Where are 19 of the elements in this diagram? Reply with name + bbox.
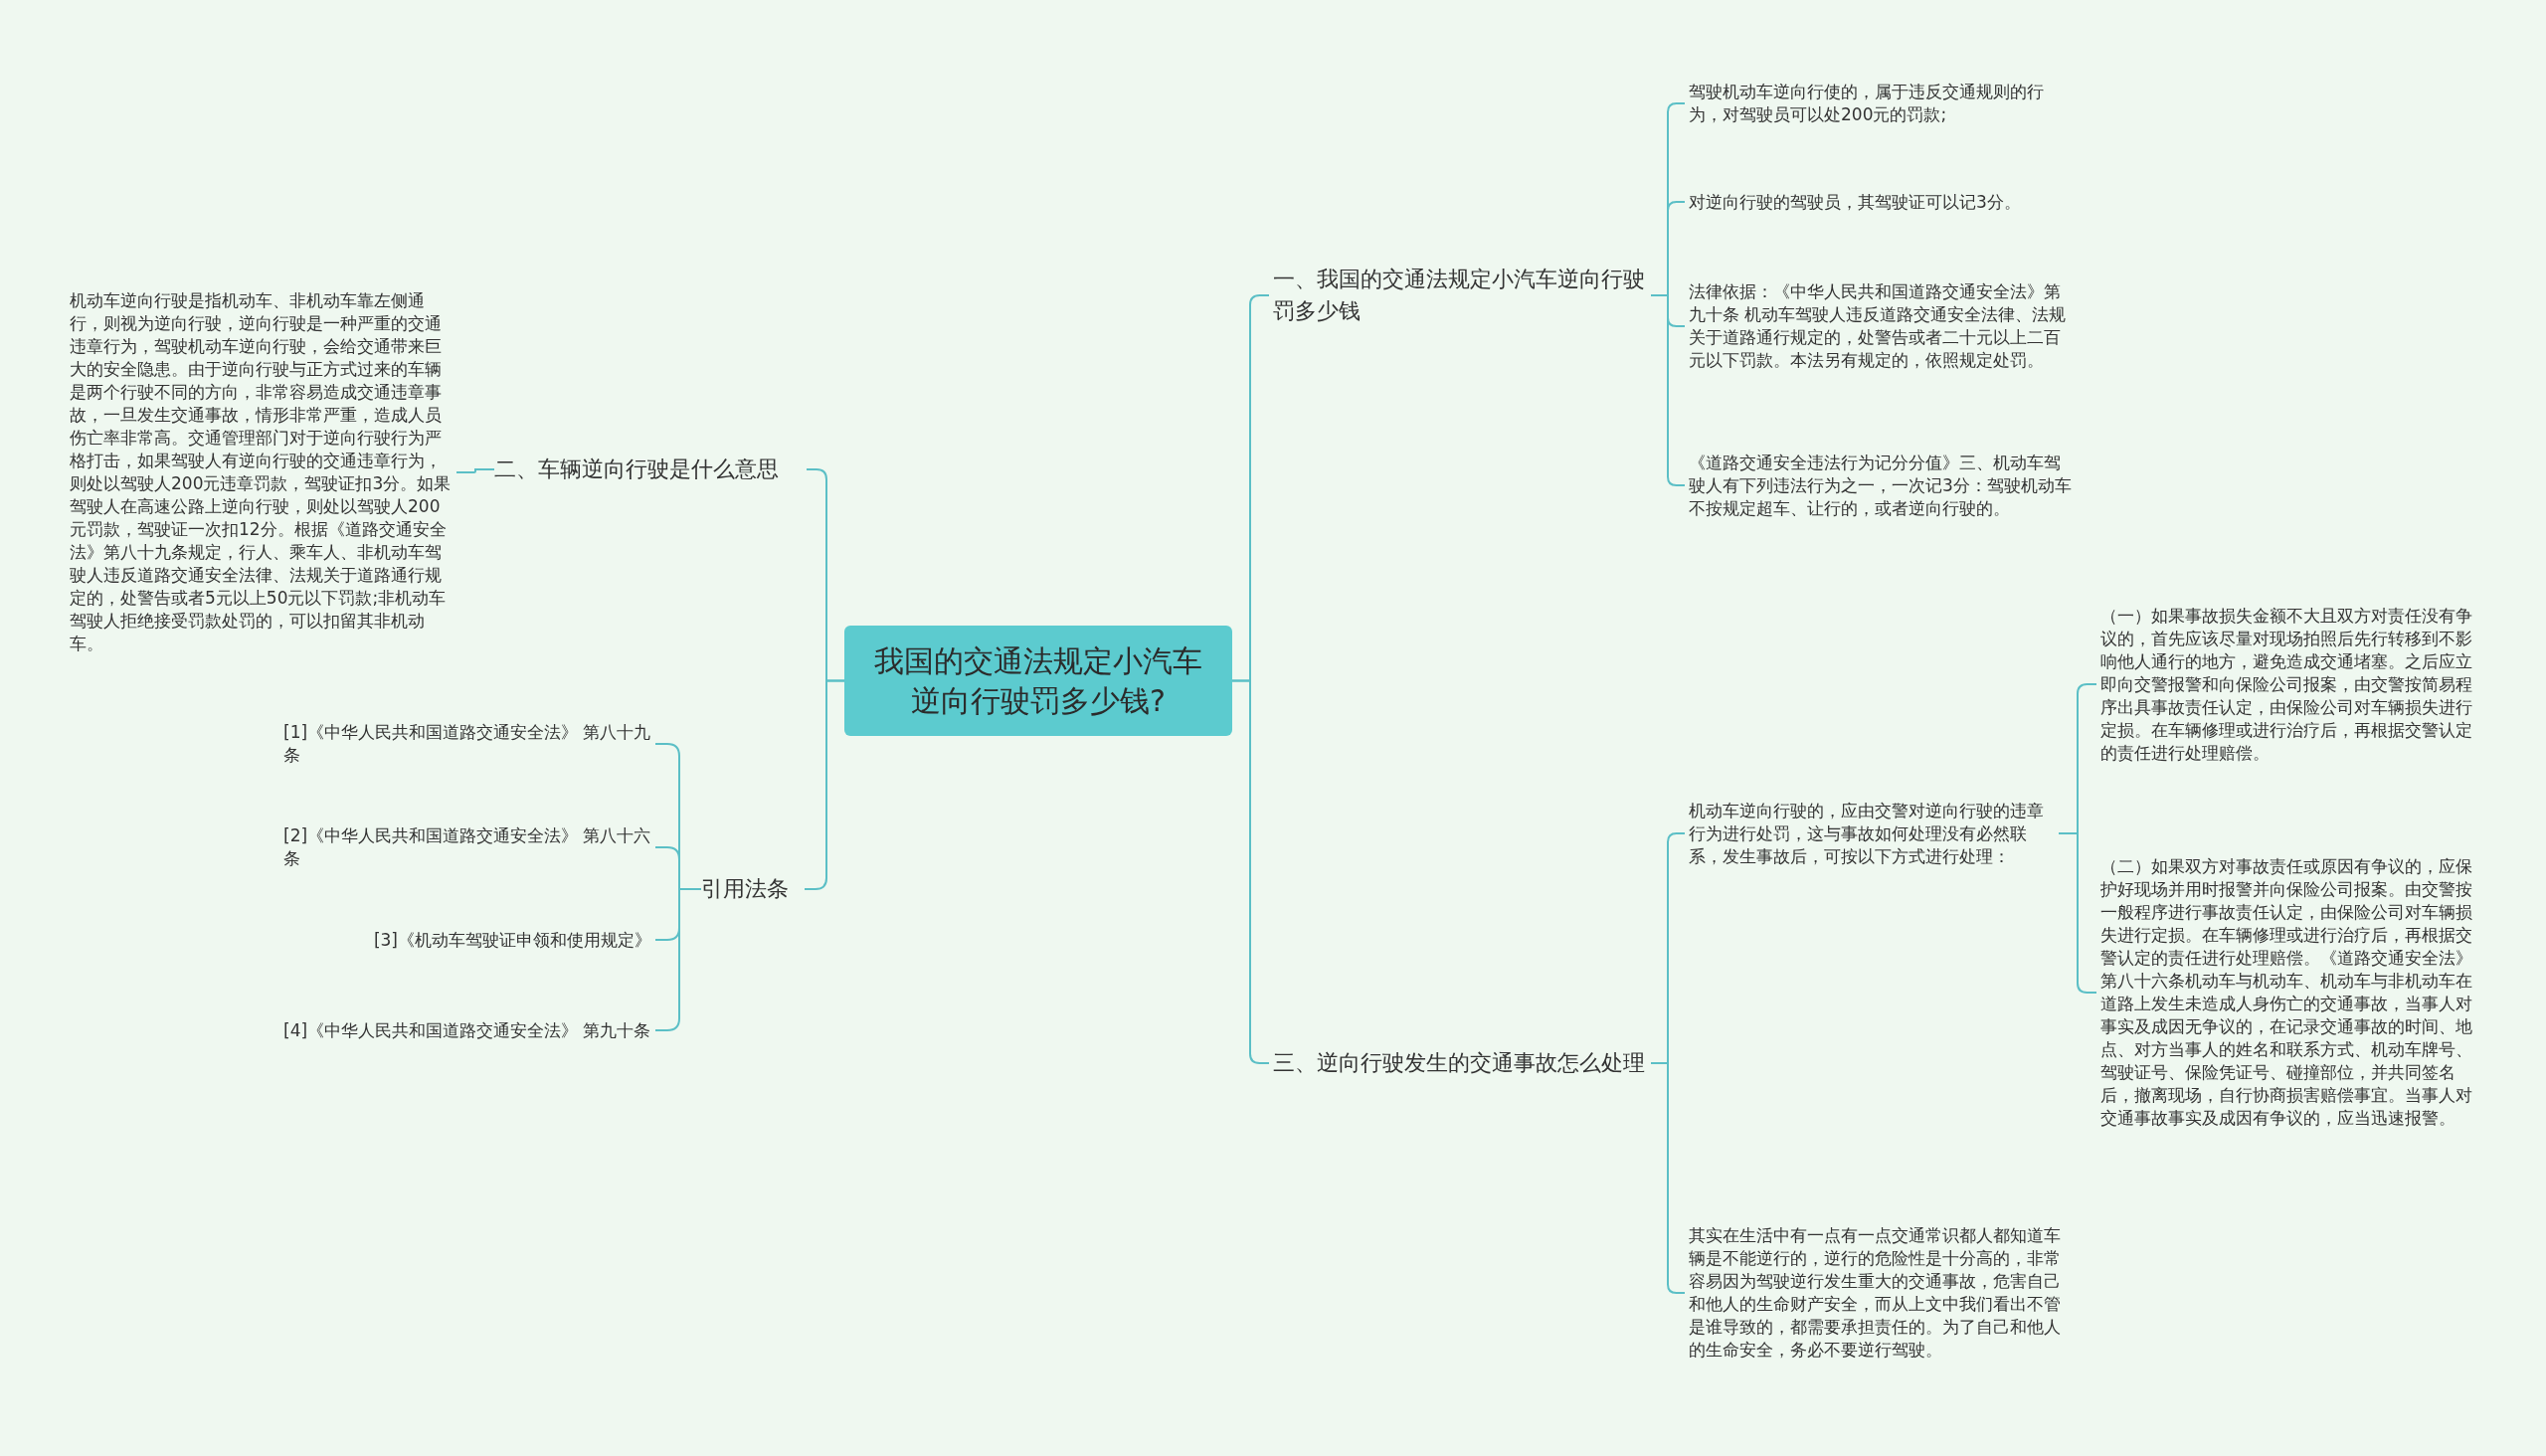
central-topic: 我国的交通法规定小汽车逆向行驶罚多少钱? [844,626,1232,736]
note-text: （一）如果事故损失金额不大且双方对责任没有争议的，首先应该尽量对现场拍照后先行转移到不影响他人通行的地方，避免造成交通堵塞。之后应立即向交警报警和向保险公司报案，由交警按简易程序出具事故责任认定，由保险公司对车辆损失进行定损。在车辆修理或进行治疗后，再根据交警认定的责任进行处理赔偿。 [2100,585,2483,784]
note-text: 机动车逆向行驶的，应由交警对逆向行驶的违章行为进行处罚，这与事故如何处理没有必然联系，发生事故后，可按以下方式进行处理： [1689,794,2059,873]
note-text: （二）如果双方对事故责任或原因有争议的，应保护好现场并用时报警并向保险公司报案。由交警按一般程序进行事故责任认定，由保险公司对车辆损失进行定损。在车辆修理或进行治疗后，再根据交警认定的责任进行处理赔偿。《道路交通安全法》第八十六条机动车与机动车、机动车与非机动车在道路上发生未造成人身伤亡的交通事故，当事人对事实及成因无争议的，在记录交通事故的时间、地点、对方当事人的姓名和联系方式、机动车牌号、驾驶证号、保险凭证号、碰撞部位，并共同签名后，撤离现场，自行协商损害赔偿事宜。当事人对交通事故事实及成因有争议的，应当迅速报警。 [2100,823,2483,1162]
note-text: 法律依据：《中华人民共和国道路交通安全法》第九十条 机动车驾驶人违反道路交通安全法律、法规关于道路通行规定的，处警告或者二十元以上二百元以下罚款。本法另有规定的，依照规定处罚。 [1689,267,2072,386]
note-text: 《道路交通安全违法行为记分分值》三、机动车驾驶人有下列违法行为之一，一次记3分：驾驶机动车不按规定超车、让行的，或者逆向行驶的。 [1689,436,2072,535]
branch-topic: 二、车辆逆向行驶是什么意思 [494,450,803,489]
branch-topic: 引用法条 [701,869,801,909]
connector-line [455,468,495,473]
note-text: [4]《中华人民共和国道路交通安全法》 第九十条 [283,1004,651,1056]
branch-topic: 一、我国的交通法规定小汽车逆向行驶罚多少钱 [1273,261,1651,330]
note-text: [1]《中华人民共和国道路交通安全法》 第八十九条 [283,718,651,770]
note-text: 驾驶机动车逆向行使的，属于违反交通规则的行为，对驾驶员可以处200元的罚款; [1689,78,2072,129]
note-text: 其实在生活中有一点有一点交通常识都人都知道车辆是不能逆行的，逆行的危险性是十分高的，非常容易因为驾驶逆行发生重大的交通事故，危害自己和他人的生命财产安全，而从上文中我们看出不管是谁导致的，都需要承担责任的。为了自己和他人的生命安全，务必不要逆行驾驶。 [1689,1203,2072,1382]
note-text: 机动车逆向行驶是指机动车、非机动车靠左侧通行，则视为逆向行驶，逆向行驶是一种严重的交通违章行为，驾驶机动车逆向行驶，会给交通带来巨大的安全隐患。由于逆向行驶与正方式过来的车辆是两个行驶不同的方向，非常容易造成交通违章事故，一旦发生交通事故，情形非常严重，造成人员伤亡率非常高。交通管理部门对于逆向行驶行为严格打击，如果驾驶人有逆向行驶的交通违章行为，则处以驾驶人200元违章罚款，驾驶证扣3分。如果驾驶人在高速公路上逆向行驶，则处以驾驶人200元罚款，驾驶证一次扣12分。根据《道路交通安全法》第八十九条规定，行人、乘车人、非机动车驾驶人违反道路交通安全法律、法规关于道路通行规定的，处警告或者5元以上50元以下罚款;非机动车驾驶人拒绝接受罚款处罚的，可以扣留其非机动车。 [70,269,453,676]
note-text: 对逆向行驶的驾驶员，其驾驶证可以记3分。 [1689,187,2072,217]
note-text: [2]《中华人民共和国道路交通安全法》 第八十六条 [283,821,651,873]
branch-topic: 三、逆向行驶发生的交通事故怎么处理 [1273,1028,1651,1098]
note-text: [3]《机动车驾驶证申领和使用规定》 [283,925,651,955]
